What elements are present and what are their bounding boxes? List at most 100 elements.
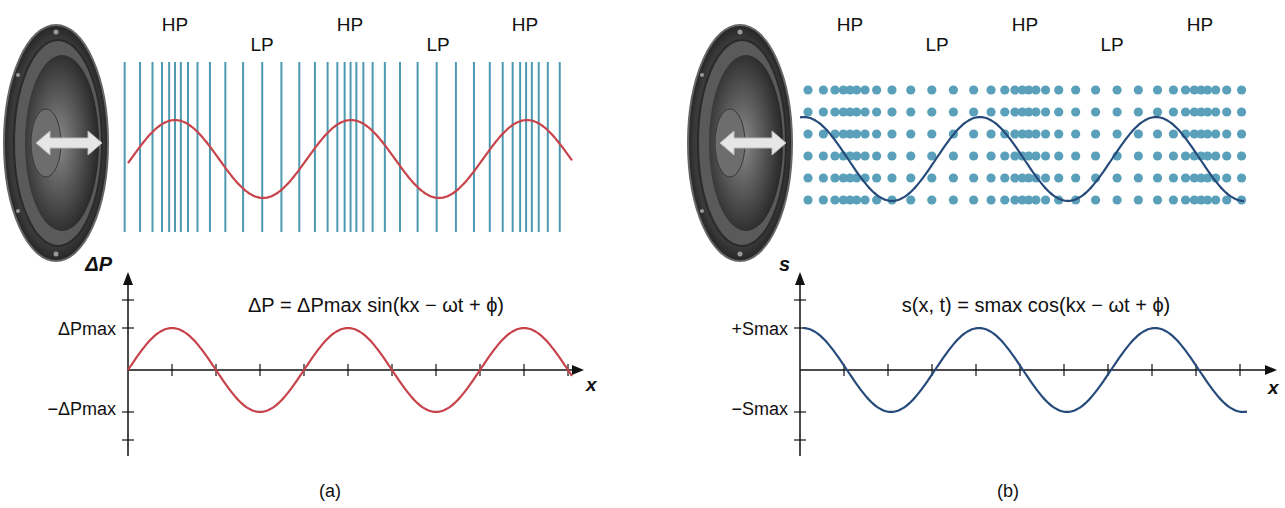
air-layer-line [502,62,504,232]
wave-curves [128,117,1247,412]
air-particle [949,195,958,204]
tick-mark [794,439,806,440]
x-axis [128,369,575,371]
air-particle [1203,85,1212,94]
air-particle [1041,173,1050,182]
air-particle [1169,151,1178,160]
air-layer-line [519,62,521,232]
air-particle [803,173,812,182]
air-particle [1237,173,1246,182]
axis-value: −Smax [731,400,788,420]
pressure-region: HP [1187,15,1213,36]
air-particle [927,107,936,116]
air-particle [1041,107,1050,116]
air-particle [1031,129,1040,138]
air-layer-line [344,62,346,232]
air-particle [819,151,828,160]
arrowhead [572,365,584,375]
air-particle [819,173,828,182]
air-layer-line [355,62,357,232]
air-particle [860,195,869,204]
air-particle [1181,85,1190,94]
tick-mark [122,439,134,440]
air-layer-line [538,62,540,232]
particle-dots [803,85,1246,204]
air-particle [1000,151,1009,160]
air-particle [872,173,881,182]
air-particle [927,173,936,182]
air-layer-line [417,62,419,232]
equation: ΔP = ΔPmax sin(kx − ωt + ϕ) [248,294,504,316]
air-particle [1153,151,1162,160]
air-particle [1181,173,1190,182]
air-particle [1134,173,1143,182]
air-particle [1000,173,1009,182]
air-particle [1169,107,1178,116]
air-particle [830,85,839,94]
air-particle [1134,129,1143,138]
air-layer-line [124,62,126,232]
air-particle [906,195,915,204]
air-particle [969,195,978,204]
air-particle [969,129,978,138]
air-particle [927,129,936,138]
pressure-wave [128,120,572,198]
air-particle [1153,85,1162,94]
axis-label: x [586,375,597,396]
air-particle [803,151,812,160]
air-particle [969,85,978,94]
air-particle [1222,107,1231,116]
air-particle [887,129,896,138]
tick-mark [171,364,172,376]
air-layer-line [399,62,401,232]
air-particle [1153,195,1162,204]
air-particle [819,195,828,204]
arrowhead [123,272,133,285]
tick-mark [122,411,134,412]
air-particle [1169,195,1178,204]
air-particle [1237,107,1246,116]
tick-mark [794,411,806,412]
axis-label: ΔP [85,253,112,275]
pressure-region: LP [925,35,948,56]
panel-label: (b) [997,482,1019,502]
air-layer-line [525,62,527,232]
air-particle [906,129,915,138]
air-particle [852,85,861,94]
air-particle [986,129,995,138]
pressure-region: HP [512,15,538,36]
air-particle [872,107,881,116]
air-particle [906,85,915,94]
air-particle [1203,195,1212,204]
axis-label: x [1268,378,1279,399]
axis-arrowheads [123,272,1277,375]
speaker-icon [4,25,108,261]
air-particle [1237,85,1246,94]
air-particle [1071,129,1080,138]
arrowhead [1265,365,1277,375]
pressure-graph [128,328,572,412]
air-particle [830,173,839,182]
graph-axes [128,282,1268,456]
axis-value: −ΔPmax [47,400,116,420]
air-layer-line [242,62,244,232]
air-particle [1203,151,1212,160]
air-particle [986,151,995,160]
air-particle [1203,107,1212,116]
air-particle [1054,151,1063,160]
air-layer-line [151,62,153,232]
air-particle [906,107,915,116]
air-particle [860,129,869,138]
air-particle [986,85,995,94]
air-particle [1031,151,1040,160]
pressure-region: HP [162,15,188,36]
air-particle [949,85,958,94]
air-particle [830,151,839,160]
air-particle [1054,107,1063,116]
air-particle [1222,129,1231,138]
panel-label: (a) [319,482,341,502]
air-layer-line [512,62,514,232]
air-particle [1211,129,1220,138]
air-particle [852,151,861,160]
